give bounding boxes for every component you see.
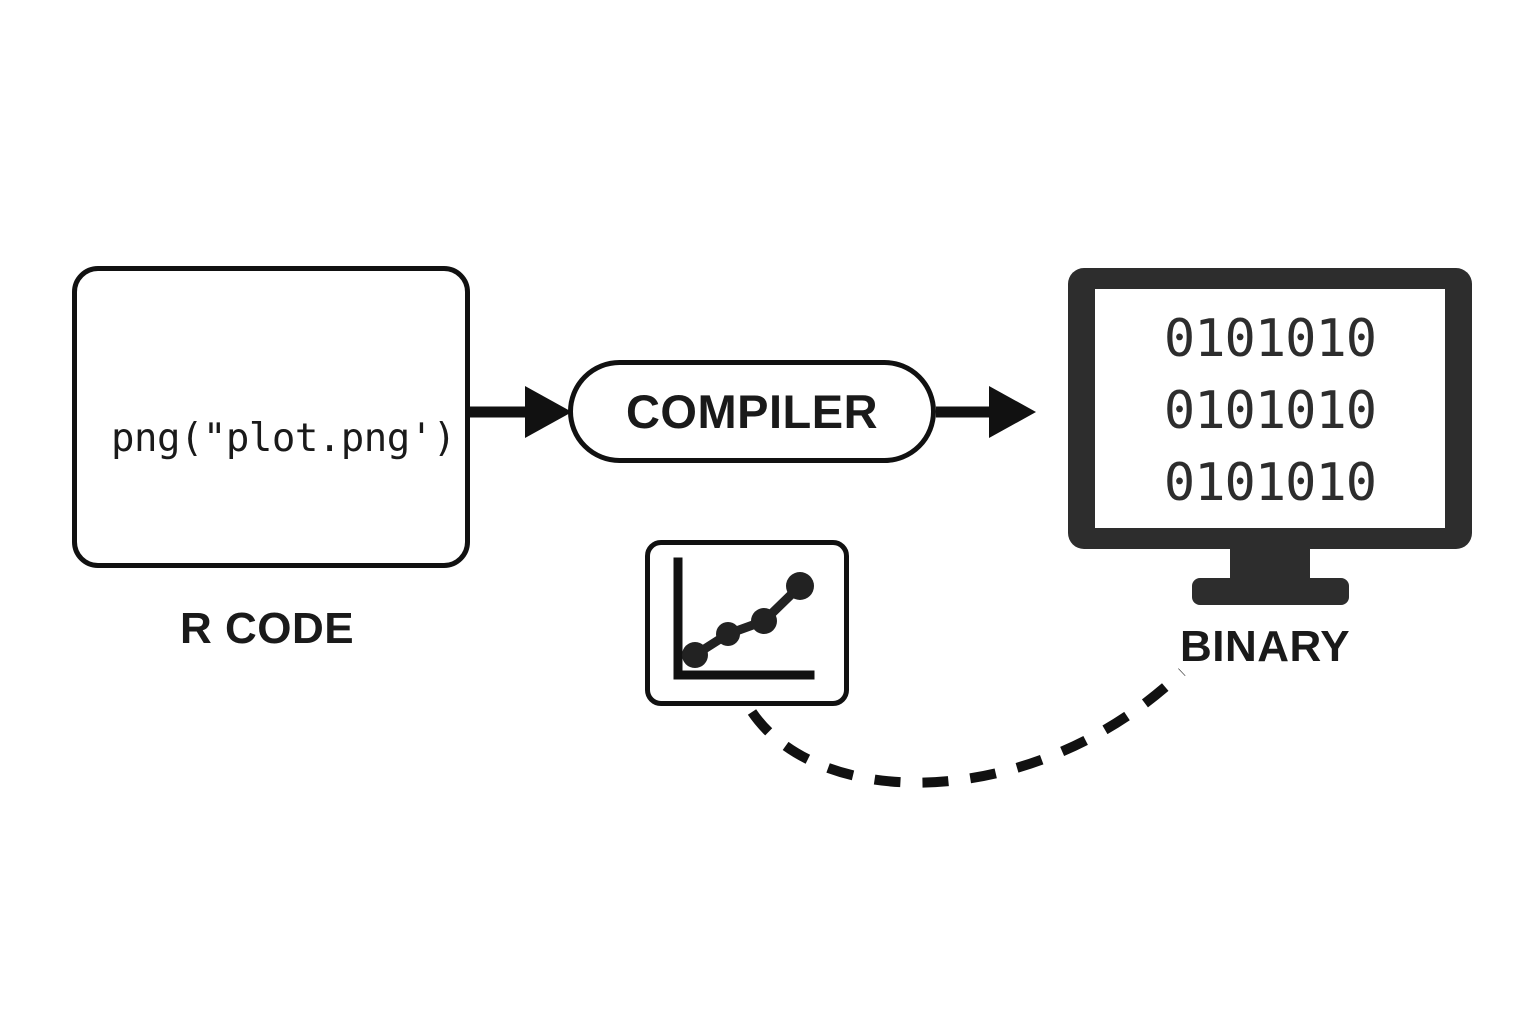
arrow-code-to-compiler — [470, 386, 572, 438]
code-text-block: png("plot.png') x <= 1:10 y <= x2 plot(x… — [111, 309, 456, 563]
chart-point — [716, 622, 740, 646]
monitor-base — [1192, 578, 1349, 605]
monitor-neck — [1230, 549, 1310, 583]
compiler-node: COMPILER — [568, 360, 936, 463]
chart-point — [786, 572, 814, 600]
chart-axes — [673, 557, 815, 680]
code-line-1: png("plot.png') — [111, 416, 456, 461]
monitor-screen: 0101010 0101010 0101010 — [1095, 289, 1445, 528]
binary-label: BINARY — [1180, 622, 1351, 671]
binary-text-block: 0101010 0101010 0101010 — [1095, 303, 1445, 519]
binary-row-2: 0101010 — [1163, 381, 1377, 441]
binary-row-1: 0101010 — [1163, 309, 1377, 369]
binary-row-3: 0101010 — [1163, 453, 1377, 513]
line-chart-icon — [673, 557, 815, 680]
monitor-display: 0101010 0101010 0101010 — [1068, 268, 1472, 549]
chart-line — [690, 581, 805, 660]
compiler-label: COMPILER — [625, 385, 879, 438]
r-code-label: R CODE — [180, 604, 355, 653]
chart-point — [682, 642, 708, 668]
arrow-compiler-to-binary — [936, 386, 1036, 438]
chart-point — [751, 608, 777, 634]
dashed-connector-plot-to-binary — [747, 668, 1186, 788]
plot-thumbnail-icon — [645, 540, 849, 706]
r-code-box: png("plot.png') x <= 1:10 y <= x2 plot(x… — [72, 266, 470, 568]
